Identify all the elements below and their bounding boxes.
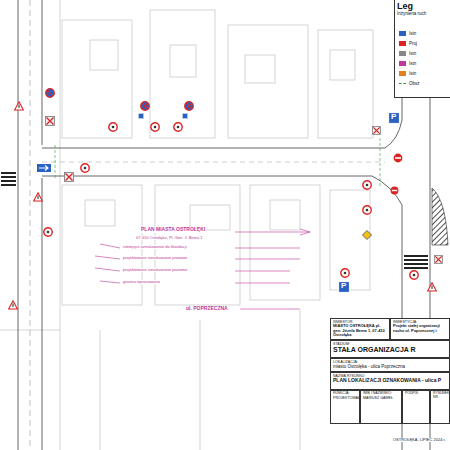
sign-letter: P	[391, 113, 396, 122]
plan-annotation: OSTROŁĘKA, LIPIEC 2024 r.	[392, 438, 447, 442]
legend-row: Proj	[399, 40, 417, 47]
legend-row: Istn	[399, 60, 416, 67]
legend-text: Obsz	[409, 81, 420, 86]
plan-annotation: PLAN MIASTA OSTROŁĘKI	[140, 227, 206, 233]
legend-row: Obsz	[399, 80, 420, 87]
title-block-cell: RYSUNEK NR:	[430, 390, 450, 424]
cell-heading: STADIUM:	[333, 342, 447, 346]
legend-text: Istn	[409, 61, 416, 66]
cell-heading: FUNKCJA:	[333, 392, 357, 396]
legend-text: Istn	[409, 51, 416, 56]
hatched-area	[432, 188, 448, 245]
cell-text: miasto Ostrołęka - ulica Poprzeczna	[333, 364, 447, 369]
legend-swatch	[399, 51, 406, 56]
legend-row: Istn	[399, 50, 416, 57]
plan-annotation: granica opracowania	[122, 280, 161, 284]
cell-heading: IMIĘ I NAZWISKO:	[363, 392, 399, 396]
sign-letter: P	[341, 282, 346, 291]
cell-text: PLAN LOKALIZACJI OZNAKOWANIA - ulica P	[333, 378, 447, 384]
cell-text: PROJEKTOWAŁ	[333, 396, 357, 400]
legend-box: LegInżynieria ruchIstnProjIstnIstnIstnOb…	[394, 0, 450, 98]
legend-row: Istn	[399, 70, 416, 77]
title-block-cell: INWESTYCJA:Projekt stałej organizacji ru…	[390, 318, 450, 340]
zebra-crossings	[1, 172, 428, 269]
title-block-cell: PODPIS:	[402, 390, 430, 424]
cell-text: MARIUSZ GAWEŁ	[363, 396, 399, 400]
legend-swatch	[399, 31, 406, 36]
cell-text: Inżynieria ruch	[397, 11, 448, 16]
title-block-cell: NAZWA RYSUNKU:PLAN LOKALIZACJI OZNAKOWAN…	[330, 372, 450, 390]
legend-text: Istn	[409, 71, 416, 76]
legend-text: Istn	[409, 31, 416, 36]
legend-line-sample	[399, 83, 406, 84]
plan-annotation: projektowane oznakowanie poziome	[122, 268, 188, 272]
cell-heading: Leg	[397, 1, 448, 11]
cell-heading: RYSUNEK NR:	[433, 392, 447, 400]
legend-text: Proj	[409, 41, 417, 46]
sign-symbols	[9, 89, 443, 309]
plan-annotation: ul. POPRZECZNA	[185, 306, 229, 312]
property-lines	[0, 0, 373, 450]
legend-swatch	[399, 61, 406, 66]
plan-annotation: projektowane oznakowanie pionowe	[122, 256, 188, 260]
pink-leader-lines	[95, 229, 310, 309]
plan-annotation: istniejące oznakowanie do likwidacji	[122, 245, 188, 249]
cell-text: MIASTO OSTROŁĘKA pl. gen. Józefa Bema 1,…	[333, 324, 387, 338]
legend-swatch	[399, 71, 406, 76]
title-block-cell: LOKALIZACJA:miasto Ostrołęka - ulica Pop…	[330, 358, 450, 372]
title-block-cell: FUNKCJA:PROJEKTOWAŁ	[330, 390, 360, 424]
cell-text: STAŁA ORGANIZACJA R	[333, 346, 447, 354]
title-block-cell: STADIUM:STAŁA ORGANIZACJA R	[330, 340, 450, 358]
title-block-cell: INWESTOR:MIASTO OSTROŁĘKA pl. gen. Józef…	[330, 318, 390, 340]
cell-heading: LOKALIZACJA:	[333, 360, 447, 364]
legend-row: Istn	[399, 30, 416, 37]
cell-text: Projekt stałej organizacji ruchu ul. Pop…	[393, 324, 447, 333]
title-block-cell: IMIĘ I NAZWISKO:MARIUSZ GAWEŁ	[360, 390, 402, 424]
legend-swatch	[399, 41, 406, 46]
plan-annotation: 07-410 Ostrołęka, Pl. Gen. J. Bema 1	[135, 236, 203, 240]
cell-heading: PODPIS:	[405, 392, 427, 396]
